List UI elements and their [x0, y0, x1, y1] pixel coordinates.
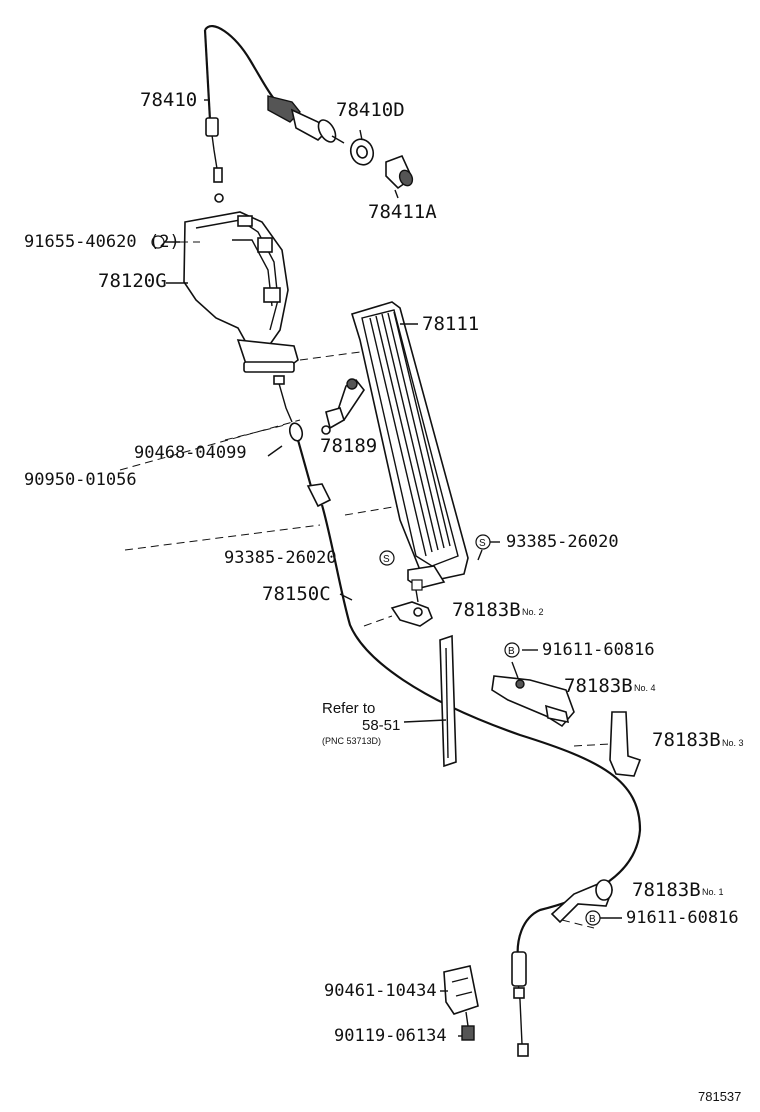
pedal-stopper-78189 [321, 378, 365, 435]
label-clamp-no4-suffix: No. 4 [634, 683, 656, 693]
label-cover-78410d: 78410D [336, 99, 405, 121]
label-clamp-no3: 78183B [652, 729, 721, 751]
label-clamp-no2-suffix: No. 2 [522, 607, 544, 617]
label-bracket-78120g: 78120G [98, 270, 167, 292]
label-clamp-no1-suffix: No. 1 [702, 887, 724, 897]
label-screw-93385-right: 93385-26020 [506, 532, 619, 552]
label-pedal-pad-78111: 78111 [422, 313, 480, 335]
label-clamp-no4: 78183B [564, 675, 633, 697]
label-grommet-90119: 90119-06134 [334, 1026, 447, 1046]
refer-to-line3: (PNC 53713D) [322, 736, 382, 746]
diagram-id: 781537 [698, 1089, 742, 1104]
label-bolt-91611-bottom: 91611-60816 [626, 908, 739, 928]
label-stopper-78189: 78189 [320, 435, 378, 457]
pedal-bracket-78120g [180, 211, 299, 373]
grommet-90119 [461, 1011, 475, 1041]
label-bolt-91655: 91655-40620 [24, 232, 137, 252]
label-clamp-no3-suffix: No. 3 [722, 738, 744, 748]
label-clip-90468: 90468-04099 [134, 443, 247, 463]
background-plane-lines [119, 351, 406, 551]
svg-text:B: B [589, 914, 596, 925]
refer-to-line1: Refer to [322, 700, 376, 717]
marker-symbols: S S B B [151, 235, 601, 926]
pedal-pad-78111 [350, 301, 469, 589]
bushing-78411a [385, 154, 414, 199]
label-bolt-91655-qty: (2) [149, 232, 180, 252]
accelerator-cable-78150c [273, 375, 642, 1057]
label-clamp-no1: 78183B [632, 879, 701, 901]
label-bolt-91611-top: 91611-60816 [542, 640, 655, 660]
svg-text:B: B [508, 646, 515, 657]
svg-text:S: S [479, 538, 486, 549]
retainer-90461 [443, 965, 479, 1015]
label-retainer-90461: 90461-10434 [324, 981, 437, 1001]
label-clip-90950: 90950-01056 [24, 470, 137, 490]
clamp-no3 [573, 711, 642, 777]
clamp-no4 [491, 661, 575, 728]
cable-cover-78410d [349, 129, 375, 166]
label-cable-78150c: 78150C [262, 583, 331, 605]
label-screw-93385-left: 93385-26020 [224, 548, 337, 568]
clamp-no1 [550, 879, 614, 929]
svg-text:S: S [383, 554, 390, 565]
label-bushing-78411a: 78411A [368, 201, 437, 223]
weatherstrip-reference [403, 634, 457, 768]
label-clamp-no2: 78183B [452, 599, 521, 621]
clamp-no2 [363, 579, 433, 627]
label-cable-78410: 78410 [140, 89, 198, 111]
accelerator-cable-78410 [203, 24, 345, 203]
refer-to-line2: 58-51 [362, 717, 401, 734]
